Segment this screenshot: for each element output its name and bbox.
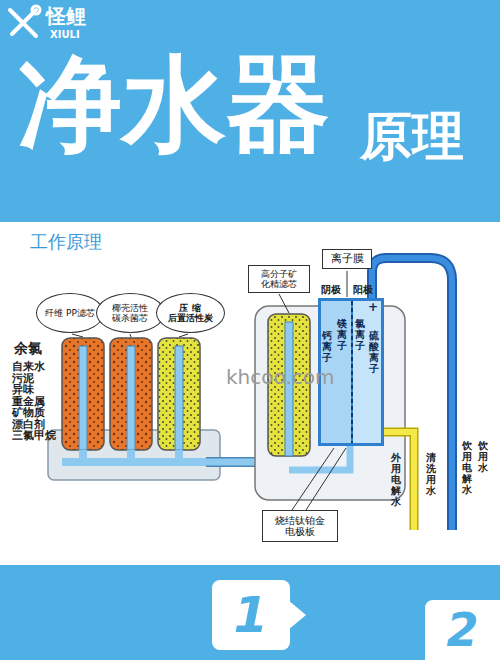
contaminant-label: 矿物质 xyxy=(12,406,45,418)
membrane-callout: 离子膜 xyxy=(322,249,372,269)
title: 净水器 xyxy=(18,52,330,156)
ion-label: 钙离子 xyxy=(322,330,332,363)
contaminant-label: 重金属 xyxy=(12,395,45,407)
contaminant-label: 自来水 xyxy=(12,360,45,372)
pre-filter-unit xyxy=(48,338,220,480)
leader-lines xyxy=(72,271,347,510)
contaminant-label: 漂白剂 xyxy=(12,418,45,430)
top-banner xyxy=(0,0,500,222)
contaminant-label: 污泥 xyxy=(12,372,34,384)
next-arrow xyxy=(288,600,306,630)
filter-callout: 纤维 PP滤芯 xyxy=(36,293,105,333)
contaminant-label: 三氯甲烷 xyxy=(12,429,56,441)
panel xyxy=(0,222,500,565)
ion-label: 镁离子 xyxy=(337,318,347,351)
node-text: 压 缩 后置活性炭 xyxy=(165,303,215,324)
outlet-label: 饮用水 xyxy=(478,440,488,473)
node-text: 1 xyxy=(234,590,269,640)
contaminant-label: 余氯 xyxy=(14,340,42,356)
node-text: 椰壳活性 碳杀菌芯 xyxy=(105,303,155,324)
node-text: 2 xyxy=(446,607,478,653)
wash-outlet xyxy=(384,432,414,530)
ion-label: 硫酸离子 xyxy=(369,330,379,374)
step-box: 2 xyxy=(425,600,500,660)
filter-callout: 高分子矿 化精滤芯 xyxy=(248,265,310,293)
node-text: 烧结钛铂金 电极板 xyxy=(267,515,333,538)
node-text: 高分子矿 化精滤芯 xyxy=(253,269,305,290)
electrode-label: 阳极 xyxy=(353,284,373,296)
outlet-label: 外用电解水 xyxy=(391,452,401,507)
subtitle: 原理 xyxy=(360,110,464,162)
logo-text: XIULI xyxy=(50,29,80,41)
drinking-outlet xyxy=(372,258,452,530)
node-text: 离子膜 xyxy=(331,253,364,266)
outlet-label: 清洗用水 xyxy=(426,452,436,496)
watermark: khcoo.com xyxy=(226,366,334,389)
logo-icon xyxy=(10,6,40,36)
electrode-callout: 烧结钛铂金 电极板 xyxy=(262,510,338,542)
outlet-label: 饮用电解水 xyxy=(462,440,472,495)
node-text: 纤维 PP滤芯 xyxy=(45,308,95,318)
bottom-band xyxy=(0,565,500,660)
polarity-sign: + xyxy=(368,301,378,315)
step-box: 1 xyxy=(212,580,290,650)
filter-callout: 椰壳活性 碳杀菌芯 xyxy=(96,293,165,333)
contaminant-label: 异味 xyxy=(12,383,34,395)
section-heading: 工作原理 xyxy=(30,232,102,253)
logo-text: 怪鲤 xyxy=(46,5,86,28)
ion-label: 氯离子 xyxy=(355,318,365,351)
electrode-label: 阴极 xyxy=(321,284,341,296)
filter-callout: 压 缩 后置活性炭 xyxy=(156,293,225,333)
